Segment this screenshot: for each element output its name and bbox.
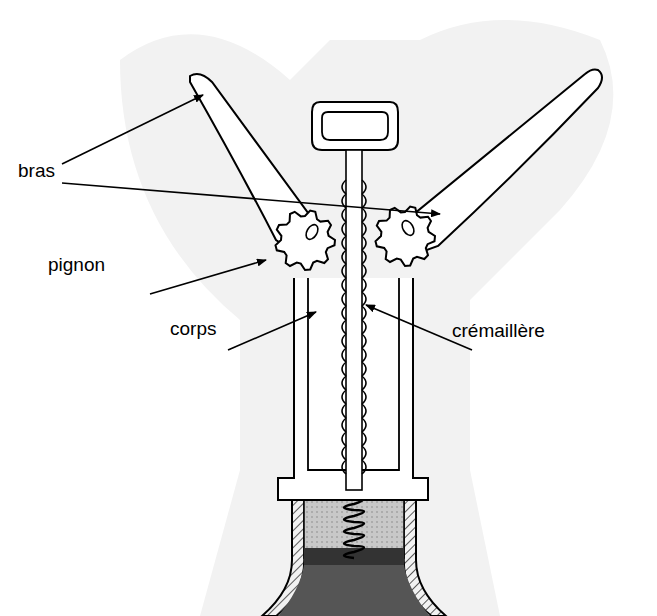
part-label: crémaillère <box>452 320 545 342</box>
part-label: corps <box>170 318 216 340</box>
part-label: pignon <box>48 254 105 276</box>
part-label: bras <box>18 160 55 182</box>
